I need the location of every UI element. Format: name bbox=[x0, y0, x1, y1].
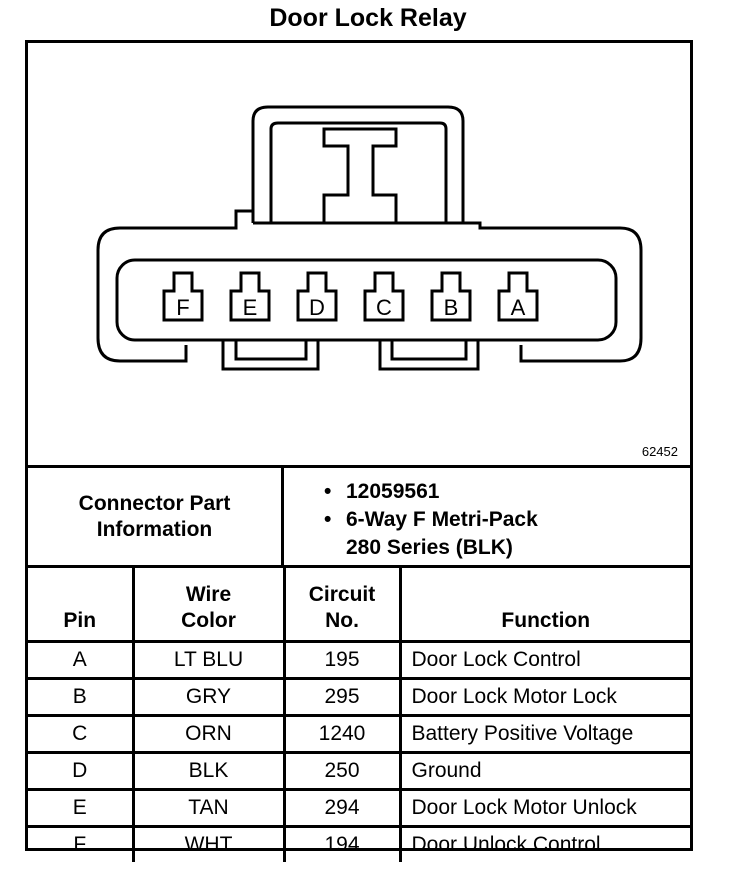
description-item: • 6-Way F Metri-Pack bbox=[324, 506, 538, 534]
header-circuit: Circuit No. bbox=[282, 565, 402, 643]
connector-info-label-line1: Connector Part bbox=[78, 491, 231, 515]
cell-circuit: 195 bbox=[282, 640, 402, 680]
pin-terminal-d: D bbox=[296, 271, 338, 322]
pin-label: F bbox=[176, 295, 189, 320]
connector-info-row: Connector Part Information • 12059561 • 6-… bbox=[28, 465, 690, 565]
cell-wire-color: GRY bbox=[131, 677, 286, 717]
pin-terminal-a: A bbox=[497, 271, 539, 322]
cell-circuit: 194 bbox=[282, 825, 402, 862]
cell-wire-color: WHT bbox=[131, 825, 286, 862]
cell-circuit: 250 bbox=[282, 751, 402, 791]
connector-info-list: • 12059561 • 6-Way F Metri-Pack 280 Series… bbox=[324, 478, 538, 562]
connector-info-label-line2: Information bbox=[96, 517, 213, 541]
page-title: Door Lock Relay bbox=[269, 4, 467, 32]
connector-info-label: Connector Part Information bbox=[28, 468, 284, 565]
bottom-key-right bbox=[378, 340, 480, 371]
cell-wire-color: ORN bbox=[131, 714, 286, 754]
connector-diagram: F E D C B A 62452 bbox=[28, 43, 690, 465]
part-number: 12059561 bbox=[346, 480, 440, 503]
pin-terminal-e: E bbox=[229, 271, 271, 322]
table-row: B GRY 295 Door Lock Motor Lock bbox=[28, 677, 690, 717]
description-line1: 6-Way F Metri-Pack bbox=[346, 508, 538, 531]
connector-latch bbox=[251, 105, 465, 223]
header-circuit-line2: No. bbox=[325, 609, 359, 632]
cell-circuit: 294 bbox=[282, 788, 402, 828]
pinout-table: Pin Wire Color Circuit No. Function A LT… bbox=[28, 565, 690, 862]
cell-pin: C bbox=[28, 714, 135, 754]
header-wire-color-line1: Wire bbox=[185, 583, 232, 606]
header-circuit-line1: Circuit bbox=[308, 583, 376, 606]
cell-pin: D bbox=[28, 751, 135, 791]
cell-function: Door Lock Motor Unlock bbox=[398, 788, 690, 828]
connector-latch-inner bbox=[269, 121, 448, 223]
bottom-key-left bbox=[221, 340, 320, 371]
cell-wire-color: TAN bbox=[131, 788, 286, 828]
cell-circuit: 295 bbox=[282, 677, 402, 717]
table-row: D BLK 250 Ground bbox=[28, 751, 690, 791]
cell-circuit: 1240 bbox=[282, 714, 402, 754]
pin-terminal-shape bbox=[497, 271, 539, 322]
pin-terminal-shape bbox=[363, 271, 405, 322]
pin-terminal-shape bbox=[296, 271, 338, 322]
connector-cavity bbox=[115, 258, 618, 342]
cell-wire-color: LT BLU bbox=[131, 640, 286, 680]
header-wire-color: Wire Color bbox=[131, 565, 286, 643]
pin-terminal-shape bbox=[229, 271, 271, 322]
pin-label: E bbox=[243, 295, 258, 320]
table-row: F WHT 194 Door Unlock Control bbox=[28, 825, 690, 862]
header-pin: Pin bbox=[28, 565, 135, 643]
figure-number: 62452 bbox=[641, 444, 678, 459]
pin-terminal-b: B bbox=[430, 271, 472, 322]
cell-function: Battery Positive Voltage bbox=[398, 714, 690, 754]
pin-terminal-shape bbox=[430, 271, 472, 322]
table-row: C ORN 1240 Battery Positive Voltage bbox=[28, 714, 690, 754]
header-wire-color-line2: Color bbox=[181, 609, 236, 632]
cell-function: Door Unlock Control bbox=[398, 825, 690, 862]
cell-wire-color: BLK bbox=[131, 751, 286, 791]
cell-pin: B bbox=[28, 677, 135, 717]
connector-body-outer bbox=[96, 226, 188, 363]
cell-pin: F bbox=[28, 825, 135, 862]
cell-pin: E bbox=[28, 788, 135, 828]
part-number-item: • 12059561 bbox=[324, 478, 538, 506]
bullet: • bbox=[324, 480, 332, 503]
pin-label: B bbox=[444, 295, 459, 320]
cell-function: Door Lock Motor Lock bbox=[398, 677, 690, 717]
latch-beam bbox=[322, 127, 398, 225]
pin-label: D bbox=[309, 295, 325, 320]
cell-pin: A bbox=[28, 640, 135, 680]
table-row: A LT BLU 195 Door Lock Control bbox=[28, 640, 690, 680]
pin-label: A bbox=[511, 295, 526, 320]
pin-terminal-c: C bbox=[363, 271, 405, 322]
description-line2: 280 Series (BLK) bbox=[346, 536, 513, 559]
pin-terminal-shape bbox=[162, 271, 204, 322]
table-header-row: Pin Wire Color Circuit No. Function bbox=[28, 565, 690, 643]
header-function: Function bbox=[398, 565, 690, 643]
pin-label: C bbox=[376, 295, 392, 320]
bullet: • bbox=[324, 508, 332, 531]
pin-terminal-f: F bbox=[162, 271, 204, 322]
table-row: E TAN 294 Door Lock Motor Unlock bbox=[28, 788, 690, 828]
cell-function: Door Lock Control bbox=[398, 640, 690, 680]
cell-function: Ground bbox=[398, 751, 690, 791]
